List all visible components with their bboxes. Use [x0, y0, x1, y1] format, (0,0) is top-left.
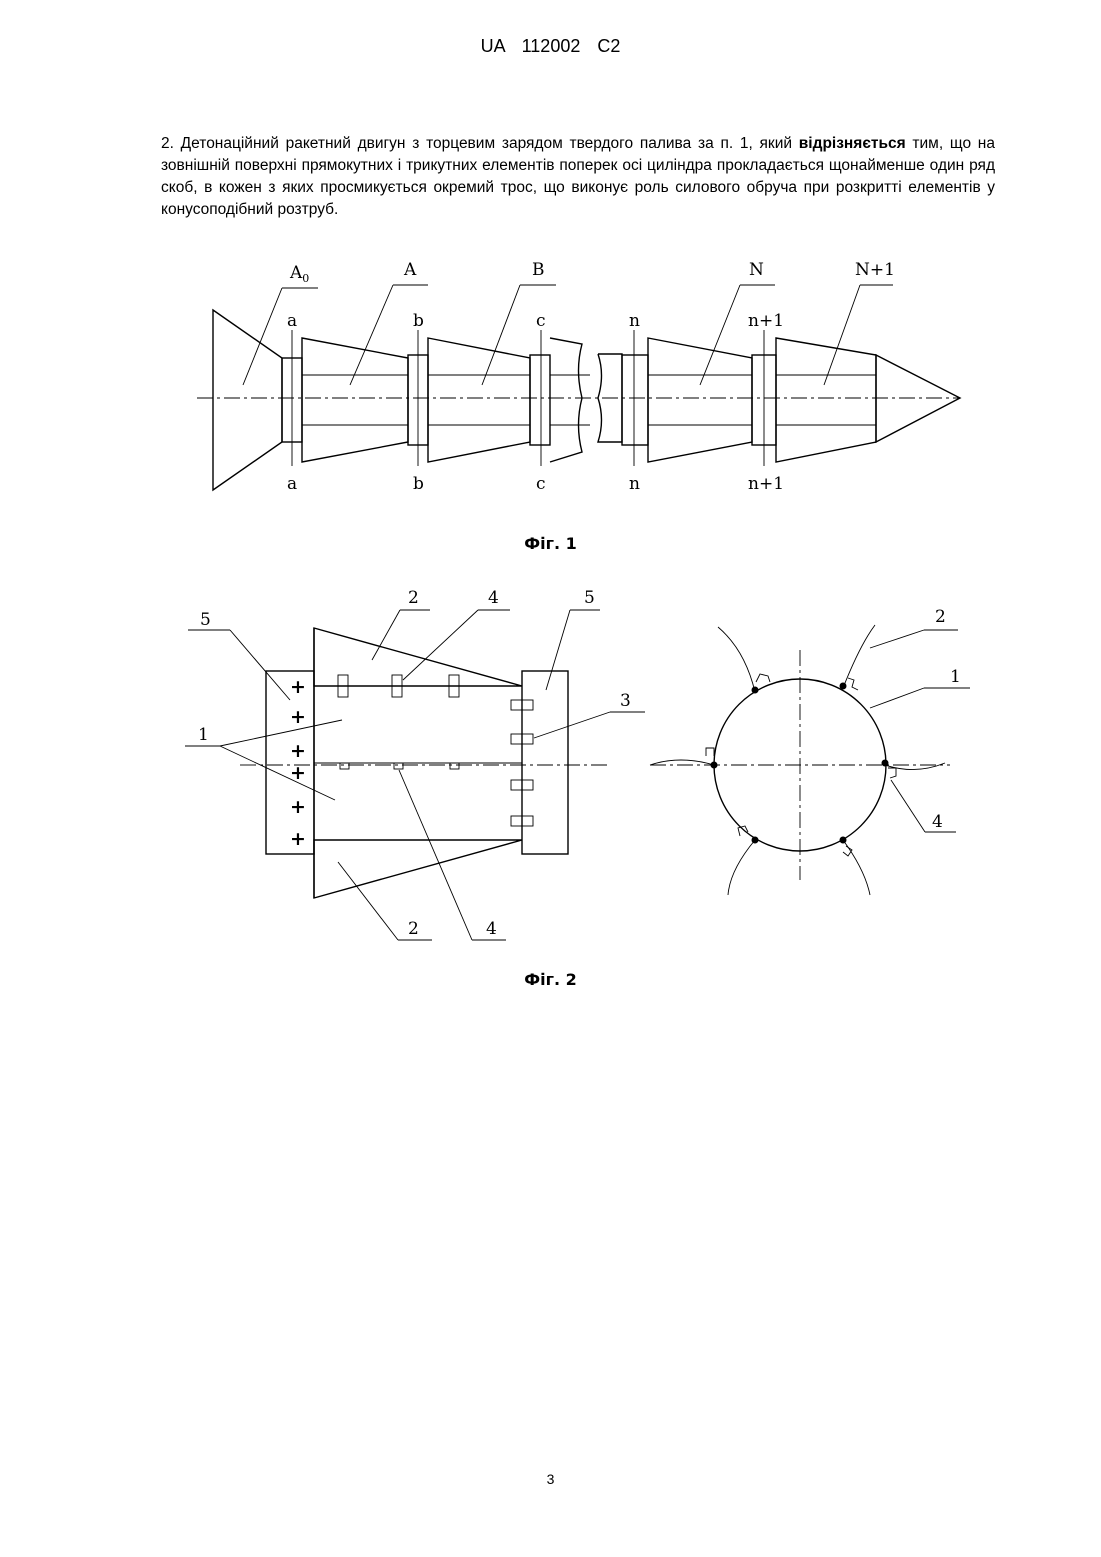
label-N-plus-1: N+1: [855, 260, 895, 280]
label-A0: A0: [289, 263, 309, 285]
page-number: 3: [0, 1471, 1101, 1487]
label-5-right: 5: [584, 588, 595, 608]
label-4-top: 4: [488, 588, 499, 608]
label-3: 3: [620, 691, 631, 711]
plus-mark: +: [290, 706, 306, 728]
label-4-bottom: 4: [486, 919, 497, 939]
label-B: B: [532, 260, 545, 280]
section-n-plus-1-bottom: n+1: [748, 474, 784, 494]
section-c-bottom: c: [536, 474, 546, 494]
section-a-bottom: a: [287, 474, 297, 494]
figure-1-drawing: A0 A B N N+1 a a b b c c n n n+1 n+1: [0, 240, 1101, 515]
section-b-bottom: b: [413, 474, 424, 494]
plus-mark: +: [290, 676, 306, 698]
plus-mark: +: [290, 796, 306, 818]
section-n-bottom: n: [629, 474, 640, 494]
section-b-top: b: [413, 311, 424, 331]
label-2-bottom: 2: [408, 919, 419, 939]
patent-header: UA 112002 C2: [0, 36, 1101, 57]
section-c-top: c: [536, 311, 546, 331]
plus-mark: +: [290, 740, 306, 762]
claim-keyword: відрізняється: [799, 135, 906, 152]
claim-text-start: 2. Детонаційний ракетний двигун з торцев…: [161, 135, 799, 152]
figure-2-caption: Фіг. 2: [0, 970, 1101, 989]
figure-1-caption: Фіг. 1: [0, 534, 1101, 553]
label-4-right: 4: [932, 812, 943, 832]
section-n-plus-1-top: n+1: [748, 311, 784, 331]
plus-mark: +: [290, 828, 306, 850]
label-A: A: [403, 260, 417, 280]
figure-2-drawing: + + + + + + 5 1 2 4 5 3 2 4: [0, 575, 1101, 955]
plus-mark: +: [290, 762, 306, 784]
label-1-left: 1: [198, 725, 209, 745]
label-2-top: 2: [408, 588, 419, 608]
section-a-top: a: [287, 311, 297, 331]
label-2-right: 2: [935, 607, 946, 627]
label-1-right: 1: [950, 667, 961, 687]
label-5-left: 5: [200, 610, 211, 630]
section-n-top: n: [629, 311, 640, 331]
label-N: N: [749, 260, 764, 280]
claim-paragraph: 2. Детонаційний ракетний двигун з торцев…: [161, 133, 995, 221]
